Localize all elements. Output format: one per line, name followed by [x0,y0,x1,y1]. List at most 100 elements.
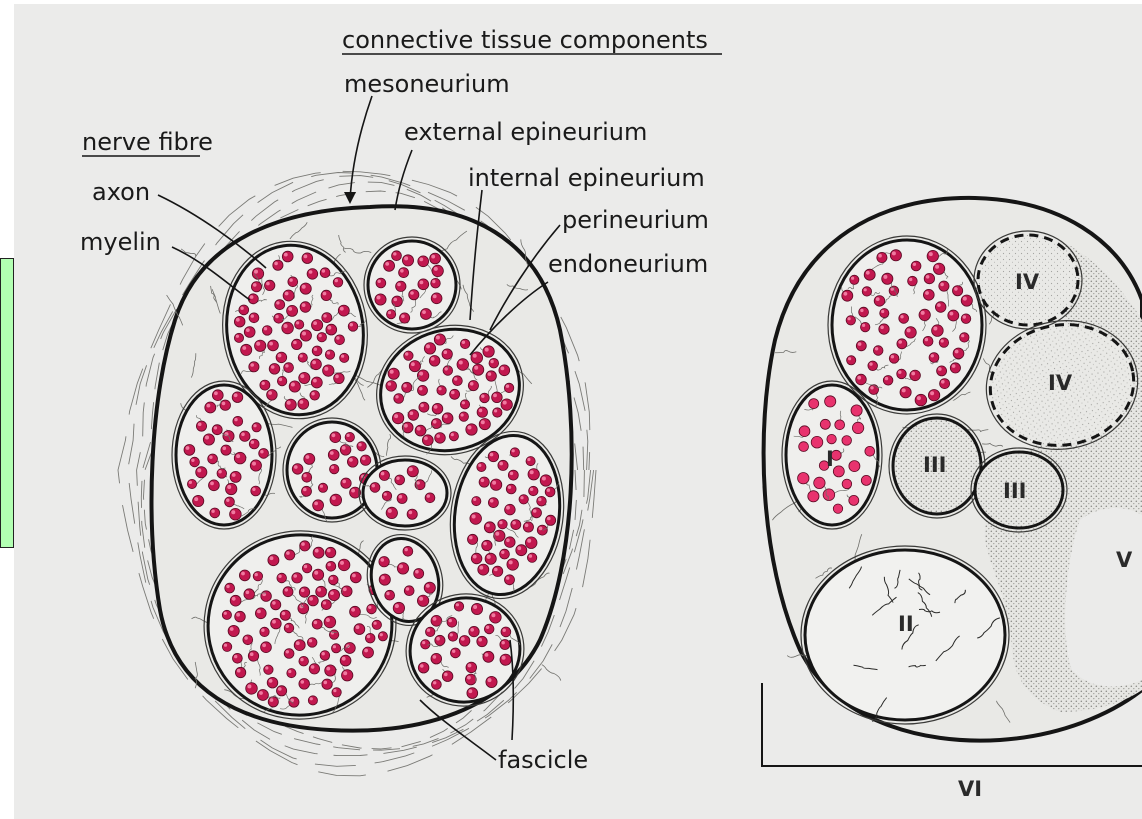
nerve-fibre [396,281,406,291]
nerve-fibre [320,268,330,278]
nerve-fibre [340,353,349,362]
nerve-fibre [300,541,310,551]
nerve-fibre [403,546,413,556]
nerve-fibre [529,486,538,495]
fibre-highlight [542,477,546,481]
nerve-fibre [190,457,200,467]
fibre-highlight [300,658,303,661]
nerve-fibre [330,432,341,443]
fibre-highlight [911,372,915,376]
nerve-fibre [426,627,435,636]
nerve-fibre [326,324,337,335]
fibre-highlight [358,443,361,446]
nerve-fibre [483,346,494,357]
nerve-fibre [507,559,519,571]
injured-nerve [764,198,1142,741]
nerve-fibre [908,276,918,286]
nerve-fibre [385,590,395,600]
nerve-fibre [244,589,255,600]
nerve-fibre [409,290,419,300]
nerve-fibre [417,595,428,606]
fibre-highlight [312,361,316,365]
nerve-fibre [833,504,842,513]
fibre-highlight [434,267,438,271]
nerve-fibre [321,290,331,300]
fibre-highlight [342,657,346,661]
nerve-fibre [365,633,375,643]
nerve-fibre [437,386,446,395]
fibre-highlight [250,363,254,367]
nerve-fibre [313,547,324,558]
fibre-highlight [323,601,326,604]
fibre-highlight [499,521,502,524]
fibre-highlight [898,371,901,374]
nerve-fibre [268,555,279,566]
nerve-fibre [937,366,947,376]
nerve-fibre [318,483,327,492]
fibre-highlight [262,643,266,647]
nerve-fibre [284,363,294,373]
fascicle-outline [832,240,982,410]
fibre-highlight [508,486,511,489]
nerve-fibre [490,479,501,490]
fibre-highlight [330,451,334,455]
nerve-fibre [849,461,860,472]
fibre-highlight [870,386,873,389]
nerve-fibre [460,400,469,409]
fibre-highlight [265,666,268,669]
fibre-highlight [324,367,328,371]
nerve-fibre [234,316,245,327]
nerve-fibre [312,619,322,629]
fibre-highlight [419,372,423,376]
fibre-highlight [499,462,503,466]
fibre-highlight [275,315,278,318]
nerve-fibre [184,445,195,456]
fibre-highlight [941,339,944,342]
nerve-fibre [939,281,949,291]
nerve-fibre [849,495,859,505]
fibre-highlight [335,375,339,379]
nerve-fibre [325,547,335,557]
nerve-fibre [277,686,287,696]
fibre-highlight [474,366,478,370]
fibre-highlight [367,635,370,638]
nerve-fibre [251,282,261,292]
fibre-highlight [234,418,237,421]
fibre-highlight [227,485,231,489]
nerve-fibre [251,486,261,496]
fibre-highlight [485,348,489,352]
nerve-fibre [386,507,397,518]
nerve-fibre [221,445,231,455]
fascicle-outline [363,460,447,526]
nerve-fibre [846,316,855,325]
fibre-highlight [234,393,238,397]
nerve-fibre [288,277,298,287]
nerve-fibre [379,574,390,585]
fibre-highlight [274,262,278,266]
nerve-fibre [485,553,496,564]
nerve-fibre [313,500,324,511]
fibre-highlight [433,617,437,621]
fibre-highlight [431,255,435,259]
fibre-highlight [285,364,288,367]
nerve-fibre [338,559,350,571]
fibre-highlight [473,354,477,358]
fibre-highlight [952,364,956,368]
fibre-highlight [527,539,531,543]
nerve-fibre [255,608,266,619]
nerve-fibre [233,416,243,426]
nerve-fibre [376,278,386,288]
nerve-fibre [457,359,469,371]
fibre-highlight [302,332,306,336]
fibre-highlight [268,391,272,395]
fibre-highlight [891,355,894,358]
fibre-highlight [236,613,240,617]
fibre-highlight [403,384,407,388]
fibre-highlight [862,324,865,327]
nerve-fibre [932,325,944,337]
fibre-highlight [309,597,313,601]
nerve-fibre [431,293,442,304]
nerve-fibre [239,570,250,581]
fibre-highlight [481,479,485,483]
fibre-highlight [272,601,276,605]
